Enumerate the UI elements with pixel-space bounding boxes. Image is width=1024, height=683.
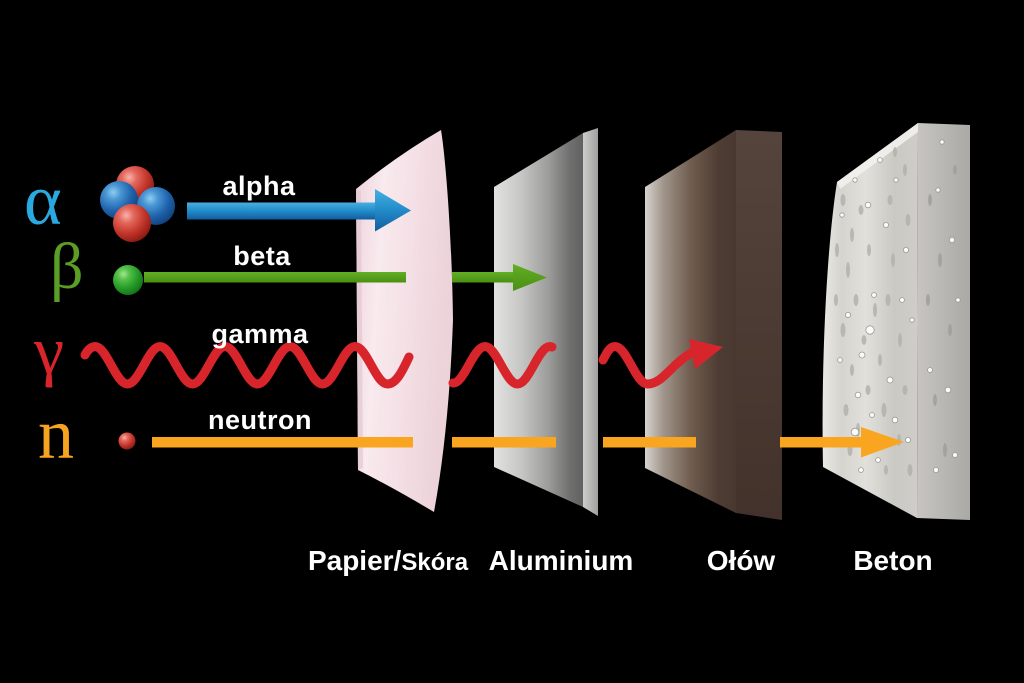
concrete-texture bbox=[834, 147, 957, 476]
beta-symbol: β bbox=[50, 230, 84, 303]
alpha-symbol: α bbox=[24, 160, 62, 240]
alpha-ray-label: alpha bbox=[222, 171, 296, 201]
gamma-ray-label: gamma bbox=[211, 319, 309, 349]
aluminium-slab bbox=[494, 128, 598, 516]
alpha-arrow bbox=[187, 189, 411, 232]
gamma-wave bbox=[80, 339, 723, 389]
concrete-barrier-label: Beton bbox=[853, 545, 933, 576]
paper-label-main: Papier/ bbox=[307, 545, 402, 576]
neutron-particle bbox=[118, 432, 136, 450]
neutron-symbol: n bbox=[38, 394, 74, 474]
aluminium-barrier-label: Aluminium bbox=[488, 545, 634, 576]
beta-ray-label: beta bbox=[233, 241, 291, 271]
beta-arrow bbox=[144, 264, 547, 291]
gamma-symbol: γ bbox=[34, 312, 65, 388]
lead-barrier-label: Ołów bbox=[706, 545, 776, 576]
alpha-particle bbox=[100, 166, 175, 242]
neutron-arrow bbox=[152, 427, 904, 458]
paper-label-sub: Skóra bbox=[401, 549, 469, 576]
concrete-slab bbox=[822, 123, 970, 520]
paper-barrier-label: Papier/Skóra bbox=[308, 545, 468, 577]
beta-particle bbox=[113, 265, 143, 295]
concrete-pebbles bbox=[837, 139, 961, 473]
lead-slab bbox=[645, 130, 782, 520]
paper-sheet bbox=[356, 130, 453, 512]
neutron-ray-label: neutron bbox=[208, 405, 312, 435]
